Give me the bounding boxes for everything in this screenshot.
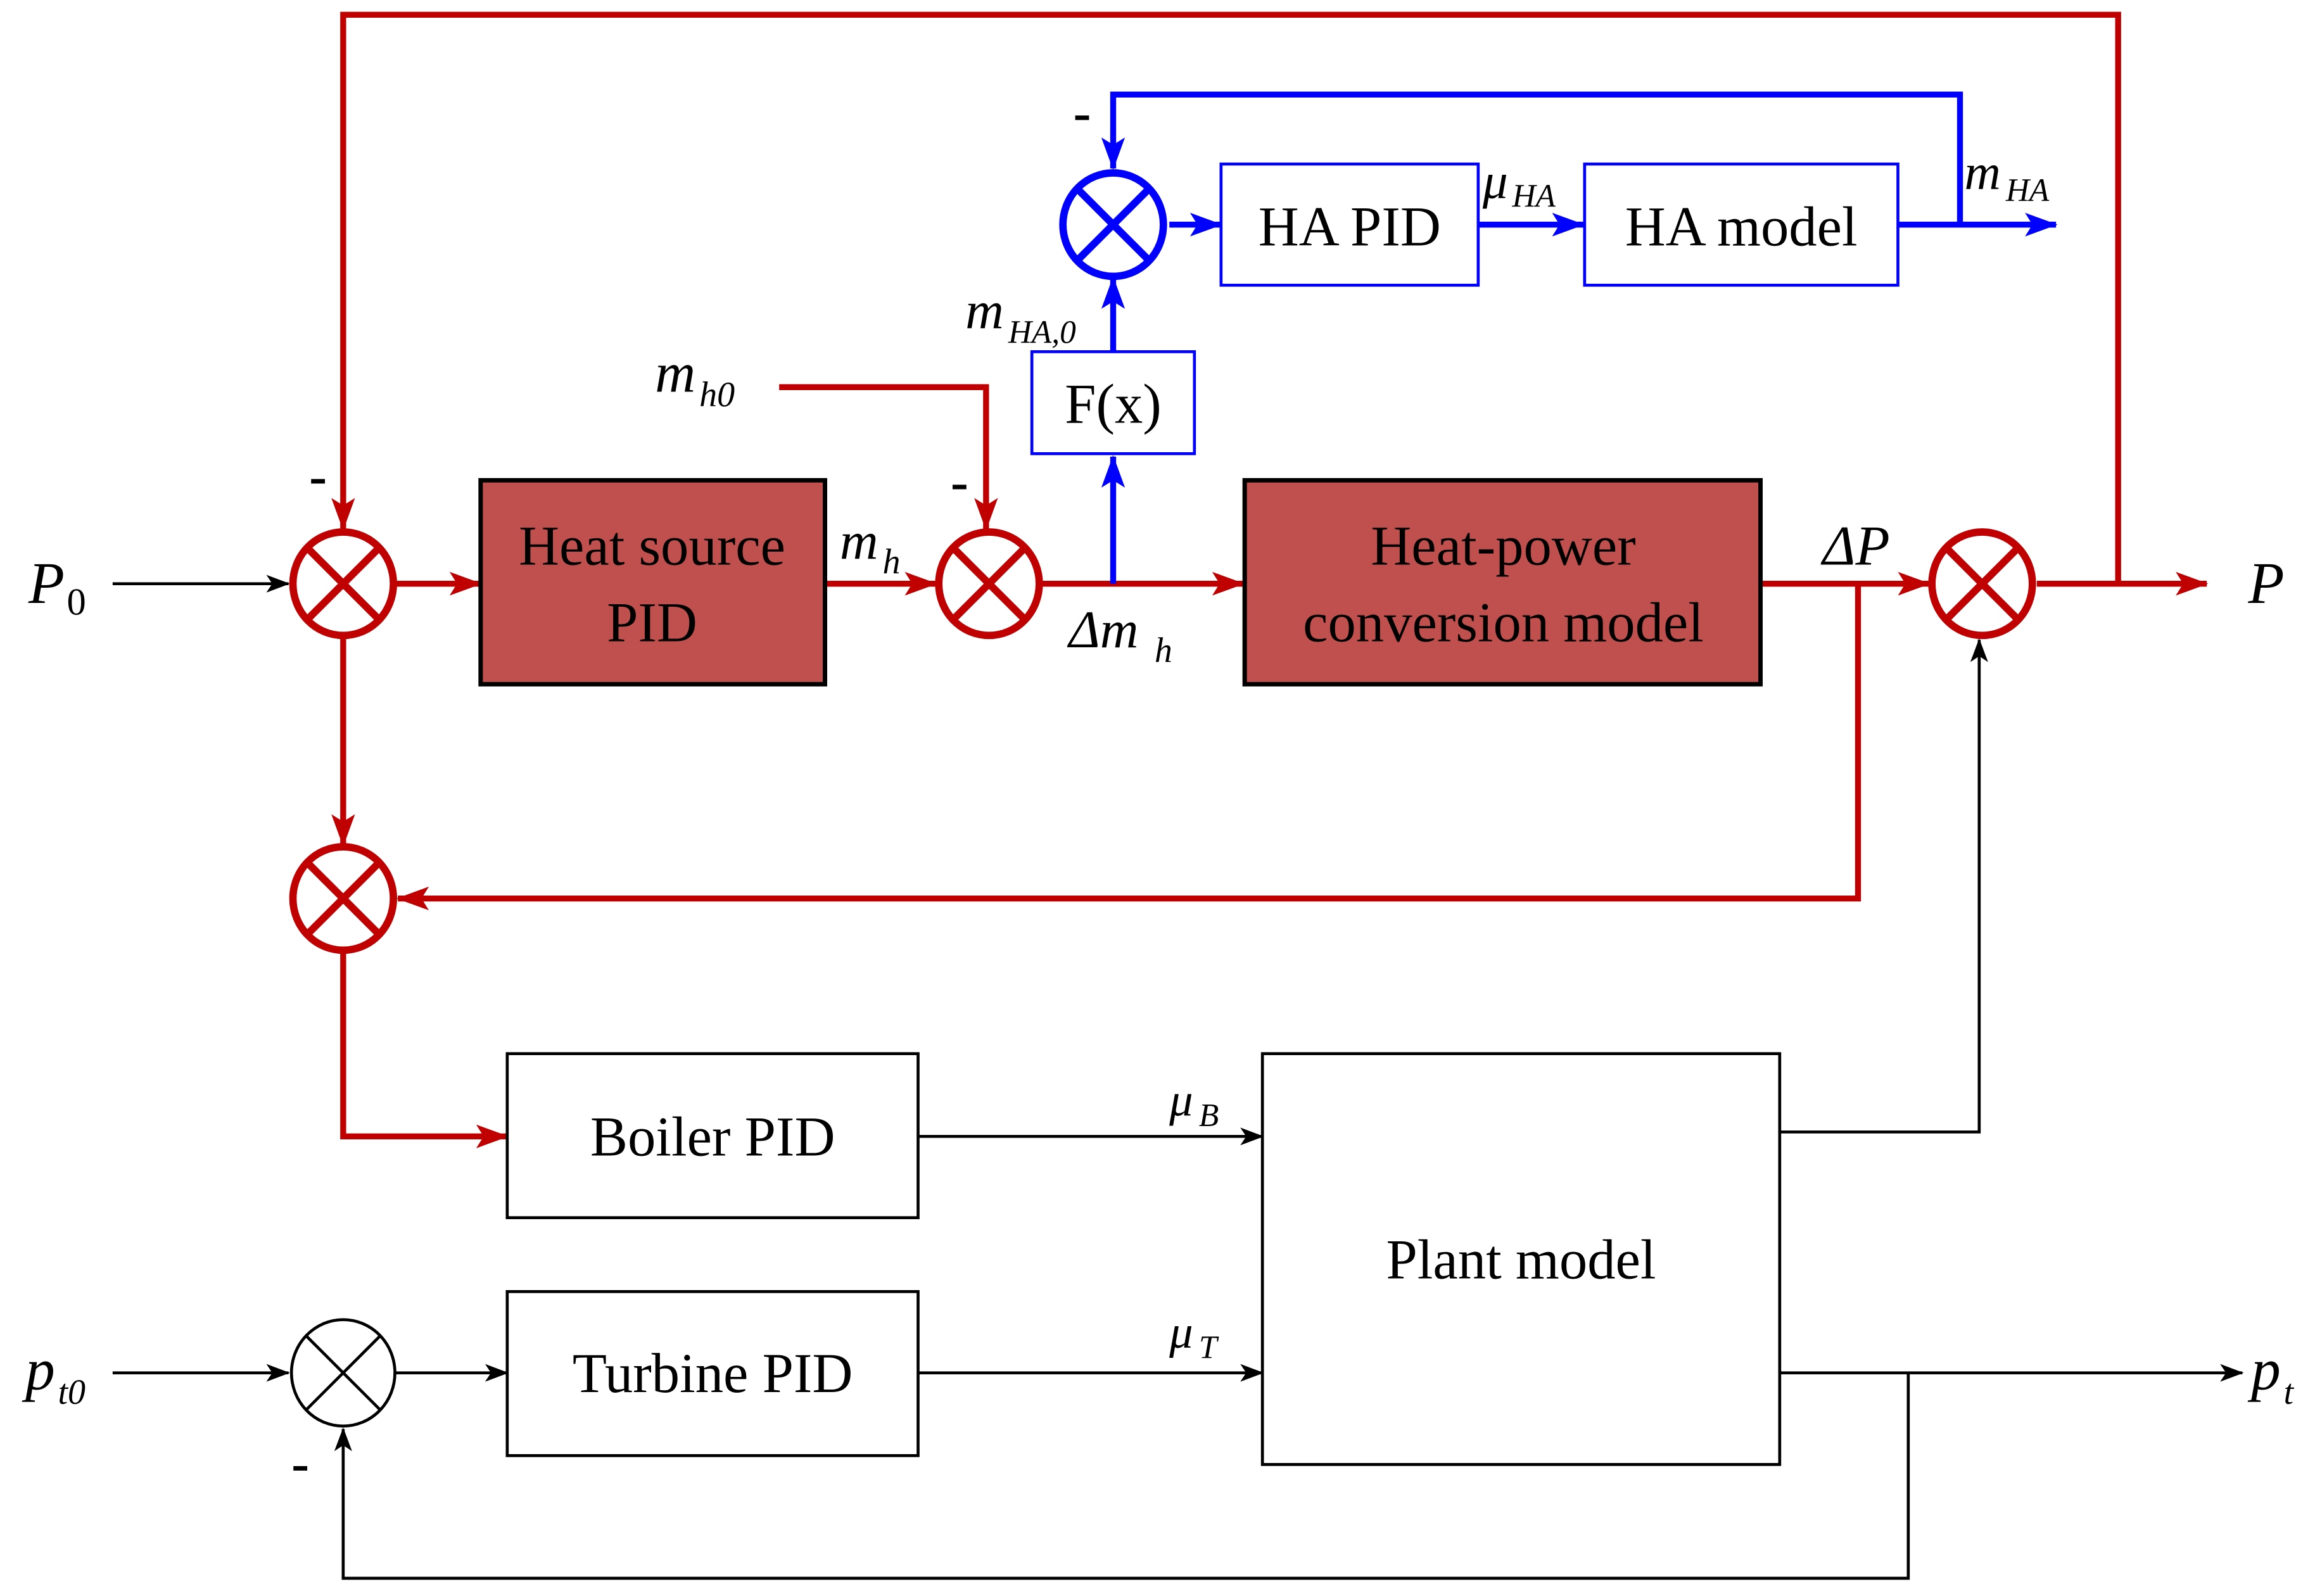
- label-mh0: m h0: [655, 342, 735, 414]
- sum-junction-2: [935, 528, 1043, 640]
- label-base: Δm: [1067, 600, 1139, 659]
- heat-power-conversion-block: Heat-power conversion model: [1242, 478, 1763, 687]
- label-p0: P 0: [28, 551, 86, 624]
- block-label: HA model: [1625, 196, 1858, 258]
- label-base: m: [655, 342, 695, 404]
- block-label: HA PID: [1259, 196, 1441, 258]
- label-sub: h: [883, 542, 901, 581]
- label-sub: h: [1155, 631, 1172, 670]
- sum-junction-ha: [1059, 169, 1167, 281]
- block-label: Turbine PID: [573, 1343, 853, 1405]
- label-mh: m h: [840, 512, 901, 581]
- label-base: μ: [1169, 1306, 1193, 1358]
- block-label: conversion model: [1303, 592, 1704, 654]
- sum-junction-1: [289, 528, 397, 640]
- label-base: μ: [1482, 154, 1508, 210]
- sum-junction-3: [1928, 528, 2036, 640]
- label-base: m: [840, 512, 878, 571]
- label-base: μ: [1169, 1074, 1193, 1127]
- block-label: Plant model: [1386, 1229, 1656, 1291]
- black-signal-paths: [112, 574, 2244, 1580]
- minus-sign: -: [291, 1434, 309, 1493]
- block-label: Heat source: [519, 515, 785, 577]
- label-base: ΔP: [1821, 515, 1890, 577]
- label-base: P: [2248, 551, 2285, 616]
- label-base: p: [2247, 1337, 2281, 1402]
- heat-source-pid-block: Heat source PID: [478, 478, 827, 687]
- mh0-line: [779, 384, 998, 531]
- label-sub: HA: [2005, 172, 2050, 208]
- label-sub: 0: [67, 581, 86, 624]
- label-base: p: [22, 1337, 55, 1402]
- block-label: Heat-power: [1371, 515, 1635, 577]
- label-sub: t: [2284, 1373, 2295, 1412]
- label-base: m: [1965, 145, 2001, 201]
- sum-junction-5: [289, 1318, 396, 1428]
- plant-model-block: Plant model: [1260, 1052, 1782, 1466]
- label-muha: μ HA: [1482, 154, 1556, 215]
- sum4-to-boiler: [340, 953, 509, 1148]
- sum-junction-4: [289, 843, 397, 954]
- fx-block: F(x): [1030, 350, 1196, 455]
- pt-feedback-line: [334, 1372, 1910, 1580]
- delta-p-feedback-line: [396, 583, 1862, 911]
- ha-model-block: HA model: [1583, 162, 1900, 287]
- label-pt: p t: [2247, 1337, 2294, 1412]
- label-p: P: [2248, 551, 2285, 616]
- label-delta-p: ΔP: [1821, 515, 1890, 577]
- blue-signal-paths: [1101, 91, 2058, 584]
- block-label: Boiler PID: [590, 1106, 835, 1168]
- label-sub: t0: [58, 1373, 86, 1412]
- mha-feedback-line: [1101, 91, 1963, 225]
- minus-sign: -: [1074, 83, 1091, 142]
- minus-sign: -: [951, 453, 968, 512]
- label-sub: T: [1199, 1329, 1219, 1365]
- red-signal-paths: [331, 11, 2209, 1148]
- label-mub: μ B: [1169, 1074, 1219, 1134]
- label-mha0: m HA,0: [965, 281, 1076, 350]
- label-sub: HA: [1511, 179, 1556, 215]
- label-sub: h0: [699, 376, 735, 415]
- minus-sign: -: [309, 446, 327, 505]
- boiler-pid-block: Boiler PID: [505, 1052, 920, 1219]
- label-sub: B: [1199, 1098, 1219, 1134]
- block-label: PID: [607, 592, 697, 654]
- label-pt0: p t0: [22, 1337, 86, 1412]
- label-mha: m HA: [1965, 145, 2050, 209]
- label-base: P: [28, 551, 65, 616]
- block-label: F(x): [1065, 373, 1162, 435]
- p-feedback-line: [331, 11, 2121, 581]
- label-mut: μ T: [1169, 1306, 1219, 1365]
- plant-to-sum3: [1779, 638, 1988, 1134]
- ha-pid-block: HA PID: [1219, 162, 1480, 287]
- turbine-pid-block: Turbine PID: [505, 1290, 920, 1457]
- label-sub: HA,0: [1008, 314, 1076, 350]
- label-delta-mh: Δm h: [1067, 600, 1172, 670]
- label-base: m: [965, 281, 1004, 340]
